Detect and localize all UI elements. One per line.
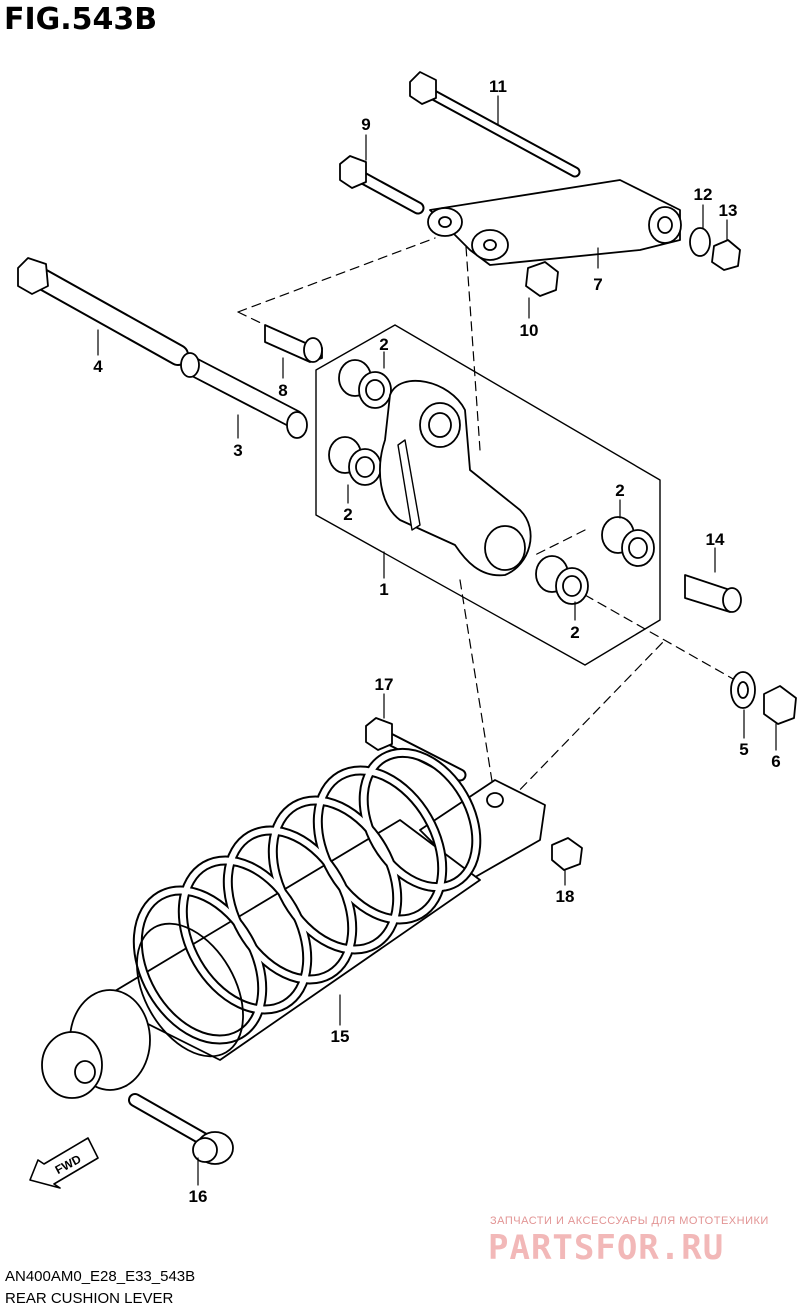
guide-lines	[237, 231, 736, 801]
fwd-arrow-icon	[29, 1137, 99, 1189]
callout-16: 16	[189, 1187, 208, 1206]
callout-5: 5	[739, 740, 748, 759]
watermark-tagline: ЗАПЧАСТИ И АКСЕССУАРЫ ДЛЯ МОТОТЕХНИКИ	[490, 1215, 769, 1227]
callout-10: 10	[520, 321, 539, 340]
callout-2c: 2	[615, 481, 624, 500]
bearing-2-upper-icon	[338, 359, 392, 409]
callout-14: 14	[706, 530, 725, 549]
callout-2b: 2	[343, 505, 352, 524]
nut-13-icon	[711, 239, 741, 271]
bolt-4-icon	[17, 257, 189, 366]
callout-3: 3	[233, 441, 242, 460]
callout-6: 6	[771, 752, 780, 771]
figure-title: FIG.543B	[4, 2, 158, 37]
callout-2d: 2	[570, 623, 579, 642]
cushion-lever-1-icon	[379, 379, 532, 577]
callout-8: 8	[278, 381, 287, 400]
washer-12-icon	[689, 227, 711, 257]
tie-rod-7-icon	[427, 179, 682, 266]
callout-4: 4	[93, 357, 103, 376]
nut-18-icon	[551, 837, 583, 871]
bolt-16-icon	[128, 1093, 234, 1165]
bearing-2-lower-icon	[535, 555, 589, 605]
bearing-2-left-icon	[328, 436, 382, 486]
nut-6-icon	[763, 685, 797, 725]
callout-15: 15	[331, 1027, 350, 1046]
sleeve-3-icon	[180, 352, 308, 439]
callout-7: 7	[593, 275, 602, 294]
callout-12: 12	[694, 185, 713, 204]
figure-code: AN400AM0_E28_E33_543B	[5, 1268, 196, 1285]
bolt-9-icon	[339, 155, 425, 215]
collar-8-icon	[264, 324, 323, 363]
callout-17: 17	[375, 675, 394, 694]
bolt-11-icon	[409, 71, 581, 178]
callout-11: 11	[489, 77, 507, 96]
shock-absorber-15-icon	[41, 747, 546, 1099]
callout-9: 9	[361, 115, 370, 134]
watermark-logo: PARTSFOR.RU	[488, 1228, 725, 1268]
callout-2a: 2	[379, 335, 388, 354]
figure-name: REAR CUSHION LEVER	[5, 1290, 174, 1307]
leader-lines	[97, 95, 777, 1186]
collar-14-icon	[684, 574, 742, 613]
callout-13: 13	[719, 201, 738, 220]
callout-1: 1	[379, 580, 388, 599]
assembly-frame	[315, 324, 661, 666]
nut-10-icon	[525, 261, 559, 297]
bearing-2-right-icon	[601, 516, 655, 567]
callout-18: 18	[556, 887, 575, 906]
